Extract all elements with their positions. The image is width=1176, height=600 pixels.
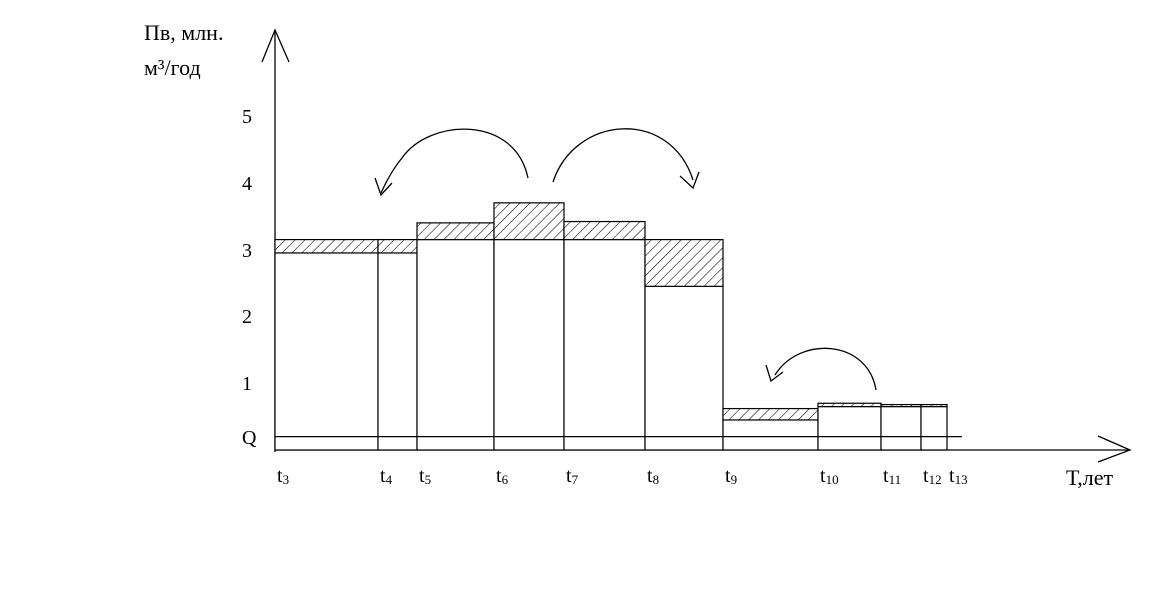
x-tick-t13: t13 [949, 465, 968, 487]
x-tick-subscript: 7 [572, 472, 579, 487]
x-tick-t3: t3 [277, 465, 289, 487]
hatched-segment-10 [920, 403, 948, 408]
x-tick-t11: t11 [883, 465, 901, 487]
x-tick-base: t [647, 465, 653, 487]
x-axis-arrowhead [1097, 435, 1132, 463]
x-tick-base: t [277, 465, 283, 487]
y-tick-1: 1 [242, 373, 252, 395]
x-axis-title: Т,лет [1066, 465, 1113, 490]
x-tick-t5: t5 [419, 465, 431, 487]
y-tick-4: 4 [242, 173, 252, 195]
x-tick-t8: t8 [647, 465, 659, 487]
x-tick-subscript: 12 [929, 472, 942, 487]
x-tick-base: t [380, 465, 386, 487]
x-tick-subscript: 9 [731, 472, 738, 487]
x-tick-base: t [949, 465, 955, 487]
curved-arrow-left [380, 128, 529, 194]
bar-1 [274, 252, 379, 451]
curved-arrow-small-head [765, 364, 784, 383]
bar-9 [880, 405, 922, 451]
hatched-segment-6 [644, 238, 724, 287]
bar-3 [416, 238, 495, 451]
x-tick-t7: t7 [566, 465, 579, 487]
x-tick-t6: t6 [496, 465, 509, 487]
x-tick-base: t [566, 465, 572, 487]
x-tick-base: t [923, 465, 929, 487]
hatched-segment-2 [377, 238, 418, 254]
hatched-segment-9 [880, 403, 922, 408]
y-axis-arrowhead [261, 28, 290, 63]
bar-8 [817, 405, 882, 451]
x-tick-t4: t4 [380, 465, 393, 487]
x-tick-subscript: 3 [283, 472, 290, 487]
bar-10 [920, 405, 948, 451]
bar-5 [563, 238, 646, 451]
bar-6 [644, 285, 724, 451]
x-tick-t12: t12 [923, 465, 942, 487]
bar-2 [377, 252, 418, 451]
y-tick-5: 5 [242, 106, 252, 128]
x-tick-base: t [820, 465, 826, 487]
x-tick-subscript: 5 [425, 472, 432, 487]
y-tick-labels: 5 4 3 2 1 Q [242, 106, 257, 449]
bar-7 [722, 419, 819, 451]
x-tick-base: t [725, 465, 731, 487]
hatched-segment-8 [817, 402, 882, 408]
curved-arrow-left-head [374, 177, 393, 197]
curved-arrow-right-head [679, 171, 700, 190]
hatched-segment-1 [274, 238, 379, 254]
hatched-segment-4 [493, 202, 565, 241]
y-axis-title-line2: м³/год [144, 55, 201, 80]
transfer-arrows [374, 128, 877, 391]
y-tick-2: 2 [242, 306, 252, 328]
x-tick-base: t [419, 465, 425, 487]
x-tick-subscript: 11 [889, 472, 902, 487]
x-tick-t10: t10 [820, 465, 839, 487]
curved-arrow-right [552, 128, 694, 183]
x-tick-subscript: 10 [826, 472, 839, 487]
x-tick-subscript: 8 [653, 472, 660, 487]
bar-4 [493, 238, 565, 451]
x-tick-t9: t9 [725, 465, 737, 487]
y-tick-3: 3 [242, 240, 252, 262]
bars-group [274, 202, 948, 451]
hatched-segment-5 [563, 220, 646, 241]
hatched-segment-3 [416, 222, 495, 241]
x-tick-base: t [496, 465, 502, 487]
x-tick-subscript: 6 [502, 472, 509, 487]
hatched-segment-7 [722, 407, 819, 421]
x-tick-base: t [883, 465, 889, 487]
curved-arrow-small [774, 347, 877, 391]
y-axis-title-line1: Пв, млн. [144, 20, 223, 45]
x-tick-subscript: 13 [955, 472, 968, 487]
y-baseline-q-label: Q [242, 427, 257, 449]
x-tick-subscript: 4 [386, 472, 393, 487]
